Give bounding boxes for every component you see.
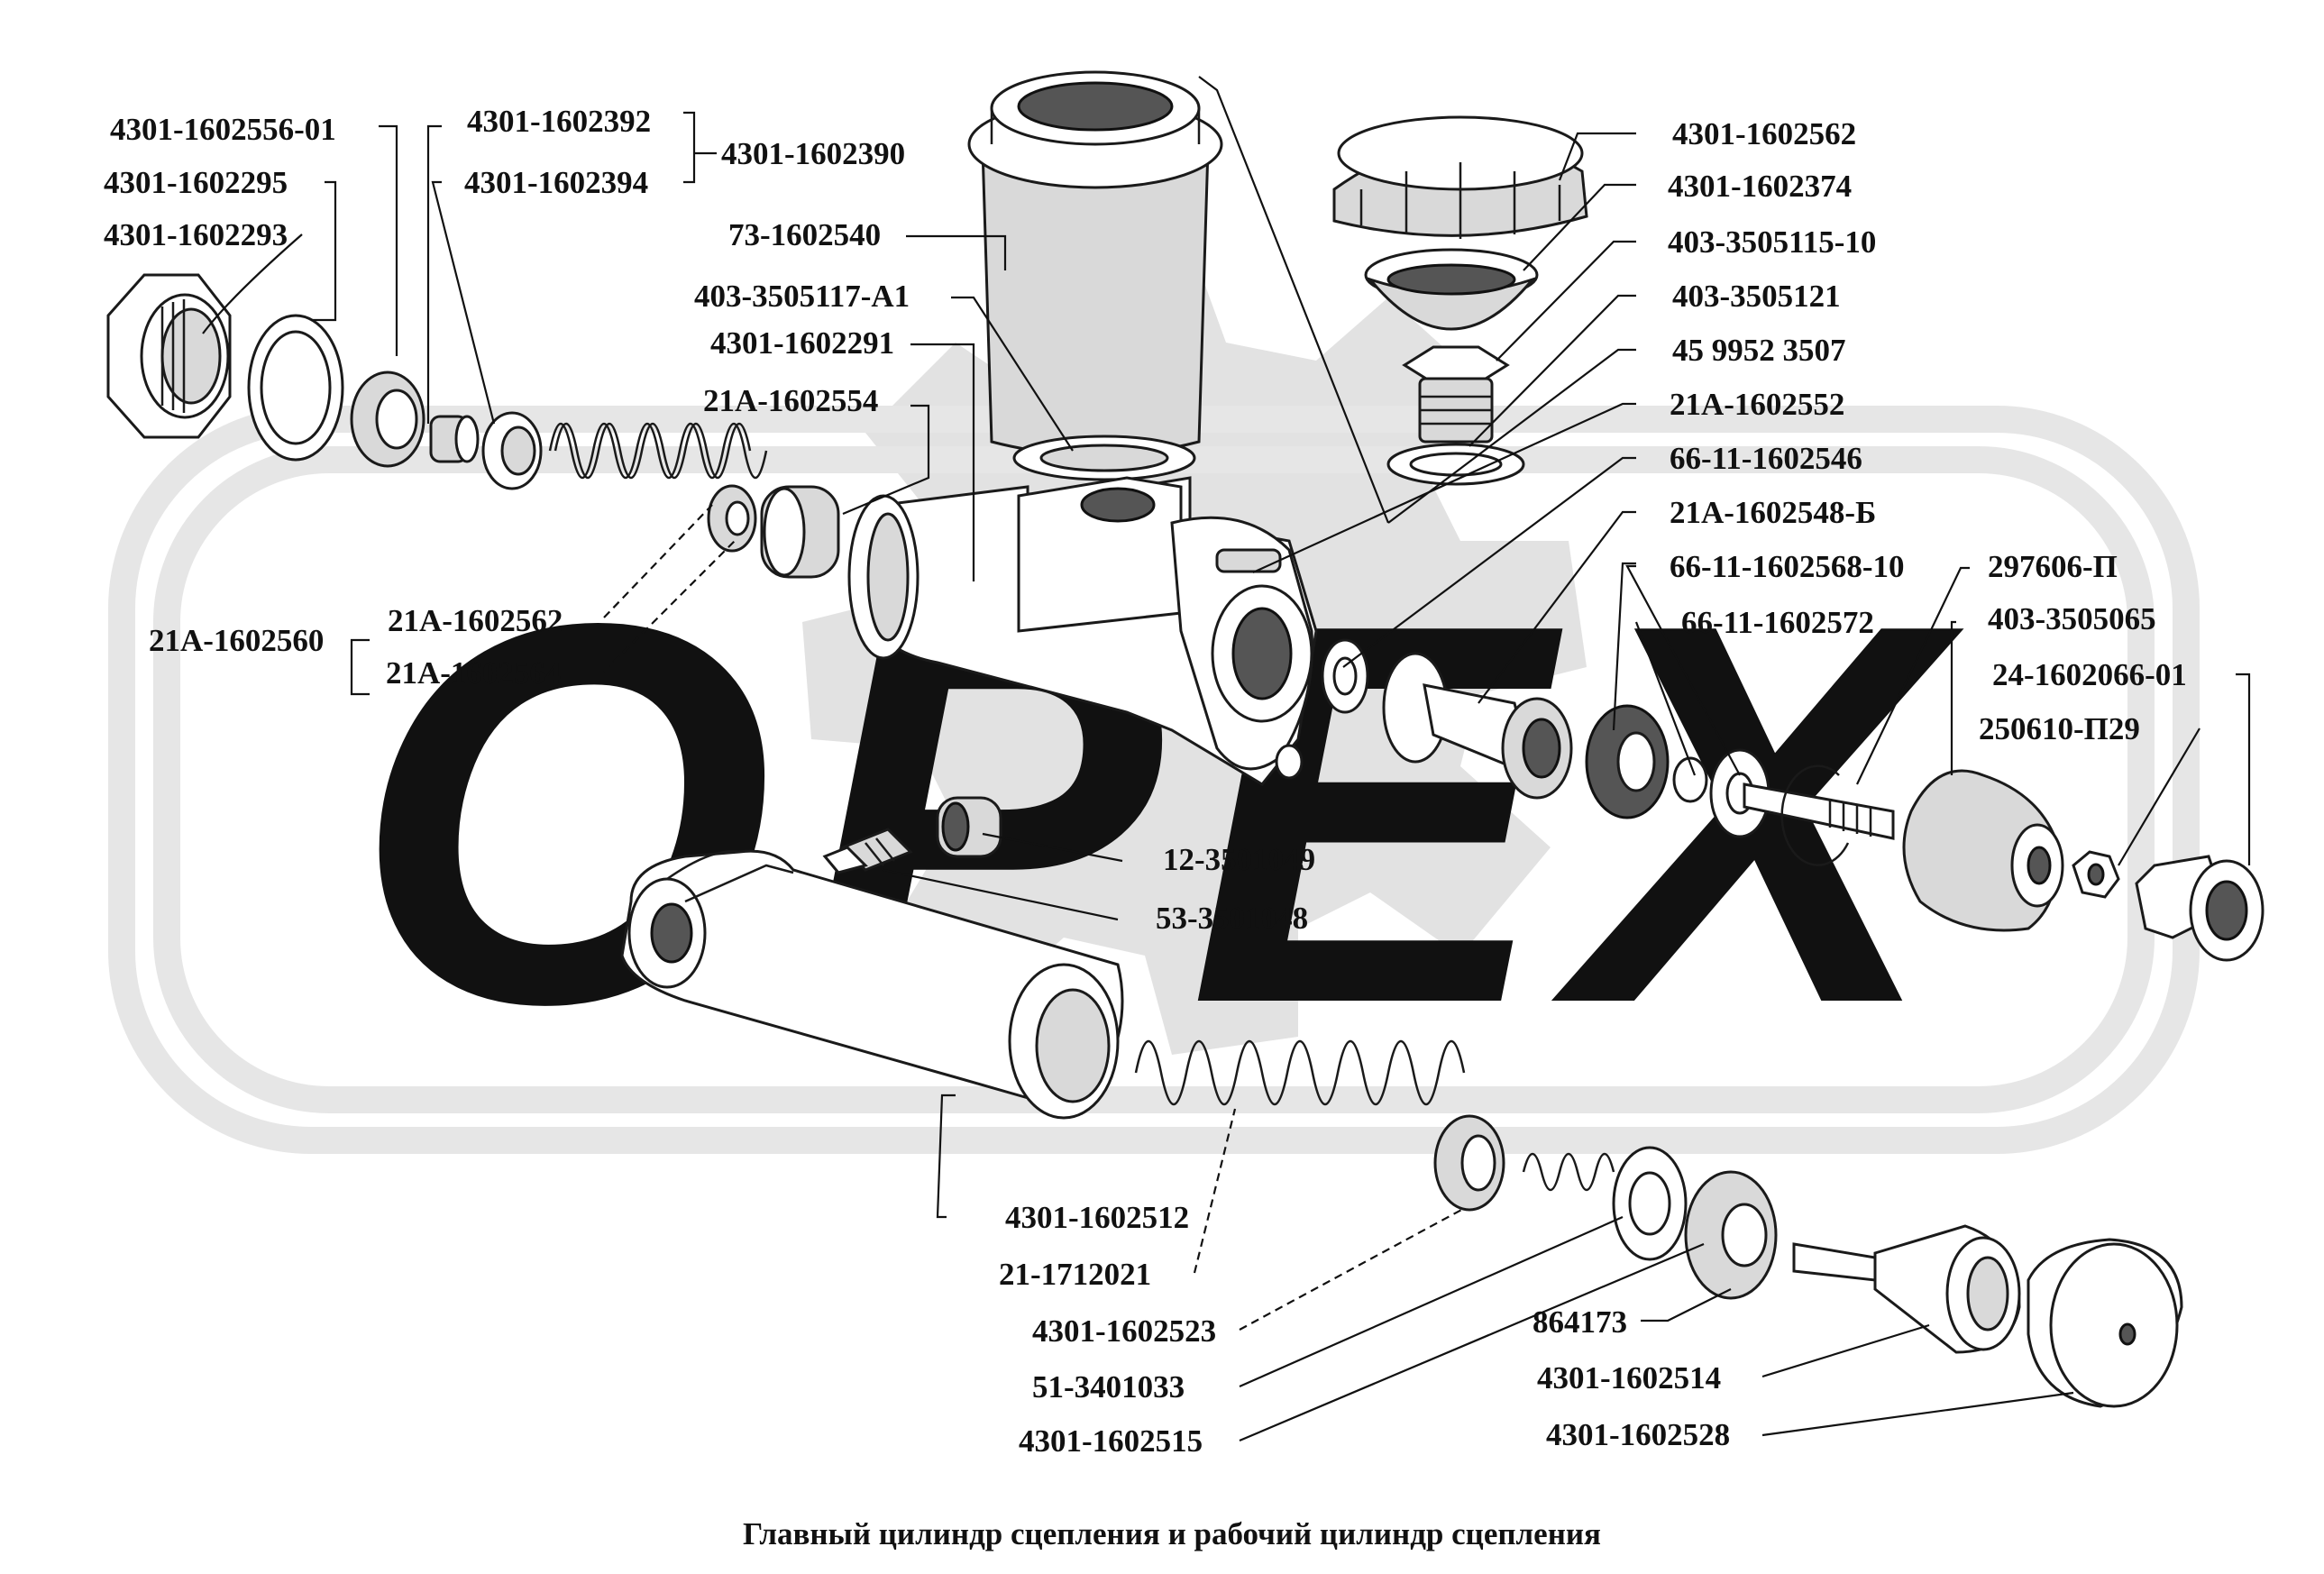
slave-cylinder-body-part [620,849,1124,1120]
part-label: 403-3505121 [1672,279,1841,314]
part-label: 45 9952 3507 [1672,333,1846,368]
part-label: 4301-1602528 [1546,1417,1730,1452]
part-label: 66-11-1602546 [1670,441,1862,476]
part-label: 24-1602066-01 [1992,657,2187,692]
part-label: 4301-1602515 [1019,1423,1203,1459]
plug-nut-part [106,273,232,439]
part-label: 4301-1602392 [467,104,651,139]
part-label: 4301-1602295 [104,165,288,200]
slave-piston-part [1792,1224,2021,1354]
master-cylinder-parts [106,70,2265,962]
part-label: 864173 [1533,1304,1627,1340]
dust-boot-part [1902,769,2064,932]
part-label: 66-11-1602568-10 [1670,549,1905,584]
strainer-filter-part [1364,248,1539,331]
fitting-washer-part [1386,443,1525,486]
boot-seal-part [1585,704,1670,819]
clevis-eye-part [2135,855,2265,962]
part-label: 4301-1602562 [1672,116,1856,151]
master-cylinder-body-part [847,476,1318,786]
bleeder-valve-part [822,828,913,874]
reservoir-tank-part [967,70,1223,481]
diagram-title: Главный цилиндр сцепления и рабочий цили… [743,1516,1601,1551]
slave-cylinder-parts [620,796,2183,1408]
part-label: 4301-1602390 [721,136,905,171]
part-label: 250610-П29 [1979,711,2140,746]
part-label: 4301-1602512 [1005,1200,1189,1235]
part-label: 4301-1602291 [710,325,894,361]
bleeder-cap-part [936,796,1002,858]
part-label: 403-3505115-10 [1668,224,1876,260]
push-rod-part [1743,782,1895,840]
washer-ring-part [247,314,344,462]
valve-disc-part [707,484,757,553]
spacer-ring-part [1672,756,1708,803]
leader-lines [202,76,2251,1442]
part-label: 73-1602540 [728,217,881,252]
part-label: 21А-1602552 [1670,387,1844,422]
cup-seal-part [350,371,425,468]
part-labels: 4301-1602556-01 4301-1602392 4301-160239… [104,104,2187,1459]
push-rod-flange-part [1382,652,1573,800]
slave-spring-part [1134,1040,1466,1105]
reservoir-fitting-part [1402,345,1510,444]
part-label: 53-3501048 [1156,901,1308,936]
hex-nut-part [2072,850,2120,899]
slave-boot-part [2027,1238,2183,1408]
part-label: 51-3401033 [1032,1369,1185,1405]
slave-washer-part [1612,1146,1688,1261]
part-label: 403-3505065 [1988,601,2156,636]
part-label: 4301-1602514 [1537,1360,1721,1396]
part-label: 297606-П [1988,549,2118,584]
spring-part [548,422,768,480]
circlip-part [1780,764,1850,866]
part-label: 4301-1602523 [1032,1313,1216,1349]
slave-cup-part [1433,1114,1505,1212]
part-label: 66-11-1602572 [1681,605,1874,640]
part-label: 12-3501049 [1163,842,1315,877]
part-label: 21А-1602564 [386,655,561,691]
spacer-part [481,411,543,490]
part-label: 21А-1602560 [149,623,324,658]
part-label: 403-3505117-А1 [694,279,910,314]
part-label: 21-1712021 [999,1257,1151,1292]
slave-seal-part [1684,1170,1778,1300]
part-label: 21А-1602554 [703,383,878,418]
bushing-part [429,415,480,463]
part-label: 21А-1602562 [388,603,563,638]
reservoir-cap-part [1332,115,1588,239]
gasket-washer-part [1321,638,1369,714]
part-label: 4301-1602394 [464,165,648,200]
part-label: 4301-1602556-01 [110,112,336,147]
piston-cap-part [760,485,840,579]
part-label: 4301-1602374 [1668,169,1852,204]
slave-small-spring-part [1522,1152,1615,1192]
part-label: 4301-1602293 [104,217,288,252]
part-label: 21А-1602548-Б [1670,495,1876,530]
